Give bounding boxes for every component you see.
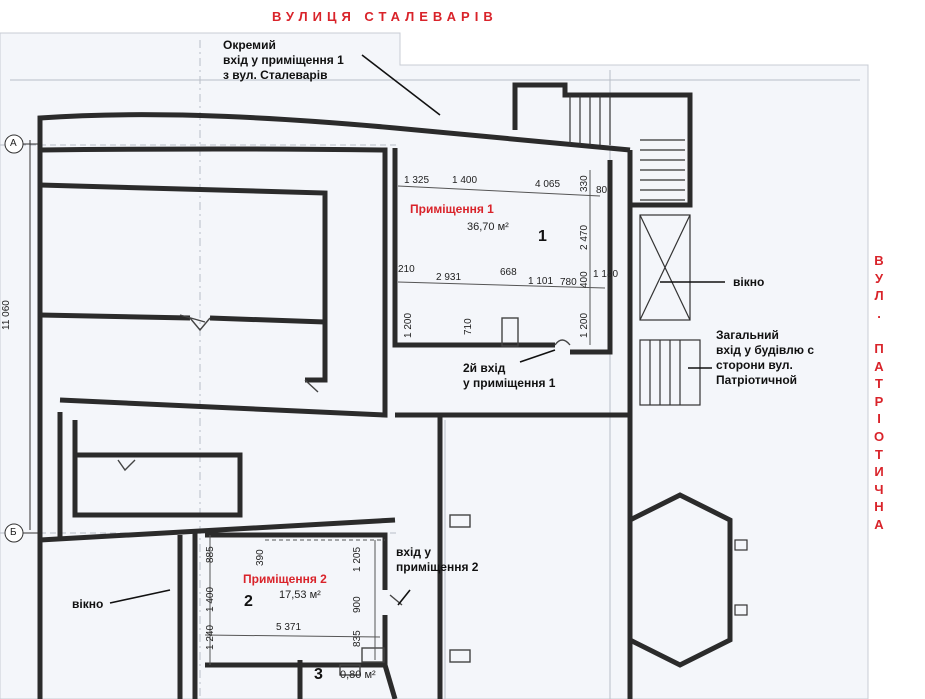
dim-5371: 5 371 bbox=[276, 622, 302, 633]
street-label-right-char: О bbox=[873, 428, 885, 444]
street-label-right-char: В bbox=[874, 253, 884, 268]
street-label-right-char: У bbox=[874, 270, 884, 286]
dim-2931: 2 931 bbox=[436, 272, 462, 283]
dim-210: 210 bbox=[398, 264, 415, 275]
dim-80: 80 bbox=[596, 185, 608, 196]
pointer-room2-entrance bbox=[397, 589, 411, 606]
dim-4065: 4 065 bbox=[535, 179, 561, 190]
staircase bbox=[569, 95, 685, 201]
street-label-right-char: . bbox=[877, 305, 881, 321]
note-window-left: вікно bbox=[72, 597, 104, 611]
dim-885: 885 bbox=[205, 546, 216, 563]
room2-number: 2 bbox=[244, 593, 253, 610]
street-label-right-char: Л bbox=[874, 288, 884, 304]
room3-area: 0,80 м² bbox=[340, 669, 376, 681]
dim-1400-top: 1 400 bbox=[452, 175, 478, 186]
dim-400: 400 bbox=[579, 271, 590, 288]
note-main-entrance: Загальний вхід у будівлю с сторони вул. … bbox=[716, 328, 815, 387]
note-window-right: вікно bbox=[733, 275, 765, 289]
dim-900: 900 bbox=[352, 596, 363, 613]
note-room2-entrance: вхід у приміщення 2 bbox=[396, 545, 479, 574]
dim-1180: 1 180 bbox=[593, 269, 619, 280]
dim-330: 330 bbox=[579, 175, 590, 192]
pointer-second-entrance bbox=[519, 349, 556, 363]
dim-1325: 1 325 bbox=[404, 175, 430, 186]
street-label-right-char: А bbox=[874, 358, 884, 374]
bay-window bbox=[628, 492, 733, 668]
pointer-separate-entrance bbox=[361, 54, 441, 116]
dimension-lines bbox=[204, 170, 606, 665]
dim-835: 835 bbox=[352, 630, 363, 647]
street-label-right-char: А bbox=[874, 516, 884, 532]
interior-details bbox=[117, 314, 571, 676]
room1-name: Приміщення 1 bbox=[410, 202, 494, 216]
note-second-entrance: 2й вхід у приміщення 1 bbox=[463, 361, 556, 390]
dim-1200-left: 1 200 bbox=[403, 312, 414, 338]
dim-1205: 1 205 bbox=[352, 546, 363, 572]
street-label-right-char: Ч bbox=[874, 481, 884, 497]
dim-1240: 1 240 bbox=[205, 624, 216, 650]
street-label-right-char: П bbox=[874, 340, 884, 356]
street-label-top: ВУЛИЦЯ СТАЛЕВАРІВ bbox=[272, 9, 498, 24]
room2-area: 17,53 м² bbox=[279, 589, 321, 601]
room2-name: Приміщення 2 bbox=[243, 572, 327, 586]
pointer-lines bbox=[109, 54, 725, 606]
void-cross bbox=[639, 214, 691, 321]
axis-markers bbox=[4, 134, 40, 543]
dim-390: 390 bbox=[255, 549, 266, 566]
dim-780: 780 bbox=[560, 277, 577, 288]
street-label-right-char: Т bbox=[875, 376, 883, 392]
axis-b-label: Б bbox=[10, 527, 17, 538]
room1-number: 1 bbox=[538, 228, 547, 245]
street-label-right-char: Т bbox=[875, 446, 883, 462]
street-label-right-char: Н bbox=[874, 499, 884, 515]
pointer-window-left bbox=[109, 589, 171, 604]
street-label-right-char: Р bbox=[874, 393, 884, 409]
dim-1200-right: 1 200 bbox=[579, 312, 590, 338]
dim-668: 668 bbox=[500, 267, 517, 278]
axis-a-label: А bbox=[10, 138, 17, 149]
room3-number: 3 bbox=[314, 666, 323, 683]
entrance-steps bbox=[639, 339, 701, 406]
dim-1400-room2: 1 400 bbox=[205, 586, 216, 612]
street-label-right-char: И bbox=[874, 464, 884, 480]
dim-710: 710 bbox=[463, 318, 474, 335]
height-dimension: 11 060 bbox=[1, 300, 12, 330]
note-separate-entrance: Окремий вхід у приміщення 1 з вул. Стале… bbox=[223, 38, 344, 82]
dim-1101: 1 101 bbox=[528, 276, 554, 287]
street-label-right-char bbox=[877, 322, 881, 340]
street-label-right-char: І bbox=[877, 411, 881, 427]
room1-area: 36,70 м² bbox=[467, 221, 509, 233]
dim-2470: 2 470 bbox=[579, 224, 590, 250]
